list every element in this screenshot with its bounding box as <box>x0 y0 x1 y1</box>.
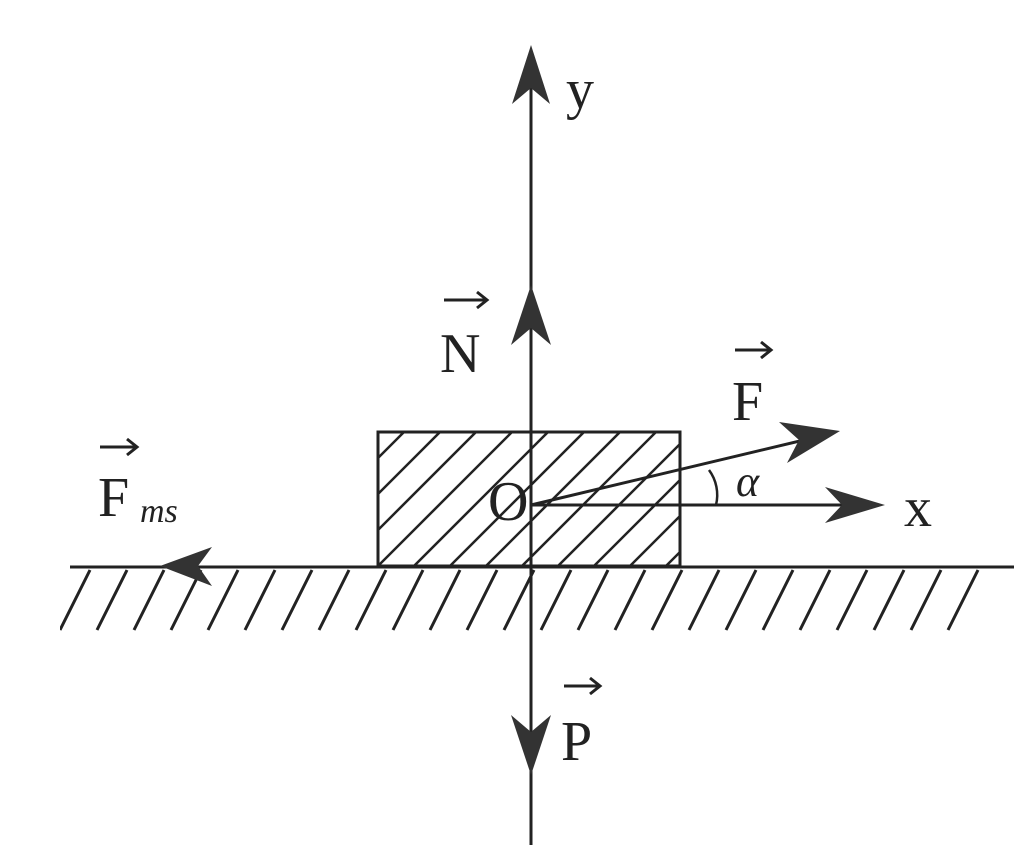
angle-label: α <box>736 457 760 506</box>
ground-hatch-line <box>95 569 129 631</box>
block-hatch-line <box>200 400 400 600</box>
ground-hatch-line <box>539 569 573 631</box>
y-axis-label: y <box>566 59 594 121</box>
x-axis-label: x <box>904 477 932 539</box>
ground-hatch-line <box>872 569 906 631</box>
ground-hatch-line <box>354 569 388 631</box>
ground-hatch-line <box>317 569 351 631</box>
weight-label: P <box>561 711 592 773</box>
ground-hatch-line <box>613 569 647 631</box>
ground-hatch-line <box>391 569 425 631</box>
normal-force-label: N <box>440 323 480 385</box>
ground-hatch-line <box>502 569 536 631</box>
normal-force-label-group: N <box>440 290 490 385</box>
ground-hatch-line <box>761 569 795 631</box>
block-hatch-line <box>592 478 680 566</box>
weight-vector-arrow <box>564 676 603 696</box>
block-hatch-line <box>628 514 680 566</box>
applied-force-label: F <box>732 371 763 433</box>
friction-force-label-group: F ms <box>98 437 178 530</box>
applied-force-vector-arrow <box>735 340 774 360</box>
weight-arrowhead <box>511 715 551 775</box>
friction-force-subscript: ms <box>140 493 178 530</box>
block-hatch-line <box>378 432 406 460</box>
block-hatch-line <box>378 432 478 532</box>
normal-force-vector-arrow <box>444 290 490 310</box>
x-axis-arrowhead <box>825 487 885 523</box>
applied-force-arrowhead <box>779 422 840 463</box>
ground-hatch-line <box>909 569 943 631</box>
ground-hatch-line <box>465 569 499 631</box>
ground-hatch-line <box>798 569 832 631</box>
applied-force-label-group: F <box>732 340 774 433</box>
ground-hatch-line <box>650 569 684 631</box>
origin-label: O <box>488 471 528 533</box>
block-hatch-line <box>378 432 442 496</box>
ground-hatch-line <box>206 569 240 631</box>
ground-hatch-line <box>724 569 758 631</box>
friction-force-arrowhead <box>160 547 212 586</box>
ground-hatch-line <box>835 569 869 631</box>
angle-arc <box>707 469 719 506</box>
ground-hatch-line <box>280 569 314 631</box>
y-axis-arrowhead <box>512 45 550 104</box>
ground-hatch-line <box>169 569 203 631</box>
ground-hatch-line <box>428 569 462 631</box>
ground-hatch-line <box>576 569 610 631</box>
friction-force-vector-arrow <box>100 437 140 457</box>
ground-hatch-line <box>946 569 980 631</box>
ground-hatch-line <box>243 569 277 631</box>
weight-label-group: P <box>561 676 603 773</box>
normal-force-arrowhead <box>511 285 551 345</box>
block-hatch-line <box>556 442 680 566</box>
ground-hatch-line <box>132 569 166 631</box>
friction-force-label: F <box>98 467 129 529</box>
ground-hatch-line <box>687 569 721 631</box>
applied-force-line <box>530 433 826 507</box>
ground-hatching <box>60 569 980 631</box>
ground-hatch-line <box>60 569 92 631</box>
